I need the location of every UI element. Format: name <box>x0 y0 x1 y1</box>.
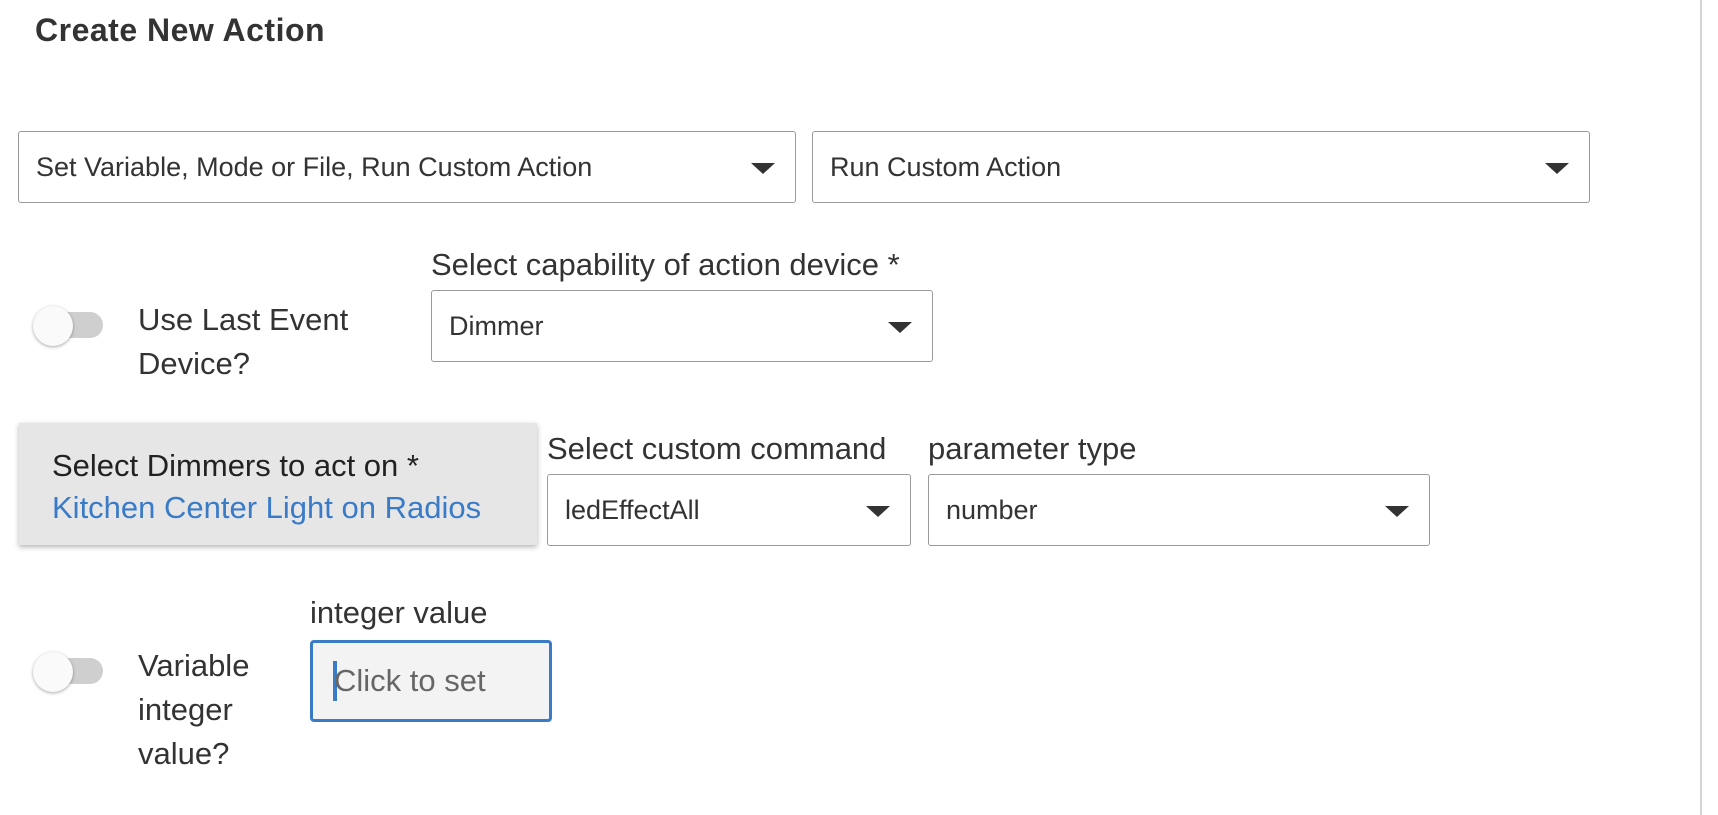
integer-value-placeholder: Click to set <box>334 663 486 698</box>
toggle-knob <box>33 306 73 346</box>
chevron-down-icon <box>751 163 775 174</box>
chevron-down-icon <box>866 506 890 517</box>
chevron-down-icon <box>888 322 912 333</box>
integer-value-label: integer value <box>310 595 488 630</box>
action-type-select[interactable]: Run Custom Action <box>812 131 1590 203</box>
device-selector-label: Select Dimmers to act on * <box>52 448 419 483</box>
integer-value-input[interactable]: Click to set <box>310 640 552 722</box>
device-selector-card[interactable]: Select Dimmers to act on * Kitchen Cente… <box>19 423 537 545</box>
chevron-down-icon <box>1385 506 1409 517</box>
action-type-value: Run Custom Action <box>830 152 1062 182</box>
custom-command-select[interactable]: ledEffectAll <box>547 474 911 546</box>
page-title: Create New Action <box>35 12 326 48</box>
chevron-down-icon <box>1545 163 1569 174</box>
action-category-value: Set Variable, Mode or File, Run Custom A… <box>36 152 593 182</box>
capability-value: Dimmer <box>449 311 544 341</box>
parameter-type-value: number <box>946 495 1038 525</box>
text-caret <box>333 661 337 701</box>
action-category-select[interactable]: Set Variable, Mode or File, Run Custom A… <box>18 131 796 203</box>
scrollbar[interactable] <box>1700 0 1718 815</box>
parameter-type-label: parameter type <box>928 431 1137 466</box>
use-last-event-device-toggle[interactable] <box>33 300 103 346</box>
capability-select[interactable]: Dimmer <box>431 290 933 362</box>
capability-label: Select capability of action device * <box>431 247 900 282</box>
custom-command-value: ledEffectAll <box>565 495 700 525</box>
toggle-knob <box>33 652 73 692</box>
variable-integer-toggle[interactable] <box>33 646 103 692</box>
variable-integer-label: Variable integer value? <box>138 648 250 771</box>
custom-command-label: Select custom command <box>547 431 887 466</box>
use-last-event-device-label: Use Last Event Device? <box>138 302 349 381</box>
parameter-type-select[interactable]: number <box>928 474 1430 546</box>
selected-device-link[interactable]: Kitchen Center Light on Radios <box>52 490 482 525</box>
